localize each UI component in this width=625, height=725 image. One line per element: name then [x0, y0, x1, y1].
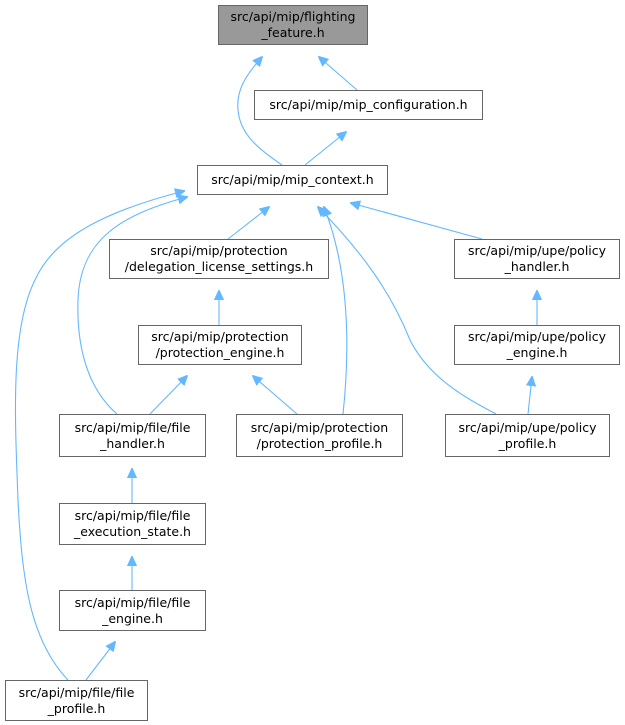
node-label-line-1: src/api/mip/file/file	[74, 419, 191, 435]
node-label-line-1: src/api/mip/mip_context.h	[211, 172, 374, 187]
node-flighting-feature[interactable]: src/api/mip/flighting _feature.h	[218, 5, 368, 45]
node-policy-handler[interactable]: src/api/mip/upe/policy _handler.h	[454, 239, 620, 279]
node-label-line-1: src/api/mip/upe/policy	[458, 419, 597, 435]
edge-protection-engine-to-file-handler	[149, 376, 187, 415]
node-mip-context[interactable]: src/api/mip/mip_context.h	[197, 165, 388, 195]
edge-flighting-feature-to-mip-context	[237, 57, 283, 166]
edge-policy-engine-to-policy-profile	[528, 377, 532, 415]
node-label-line-2: _engine.h	[102, 610, 163, 626]
edge-mip-configuration-to-mip-context	[304, 132, 346, 166]
node-label-line-1: src/api/mip/mip_configuration.h	[269, 97, 468, 112]
node-label-line-1: src/api/mip/protection	[150, 243, 288, 258]
node-label-line-2: _handler.h	[504, 259, 570, 274]
node-label-line-1: src/api/mip/flighting	[230, 9, 356, 24]
node-label-line-2: _engine.h	[506, 345, 568, 360]
node-file-engine[interactable]: src/api/mip/file/file _engine.h	[59, 590, 206, 631]
node-protection-engine[interactable]: src/api/mip/protection /protection_engin…	[138, 325, 302, 365]
edge-flighting-feature-to-mip-configuration	[319, 57, 358, 91]
node-label-line-1: src/api/mip/file/file	[74, 508, 191, 523]
node-policy-engine[interactable]: src/api/mip/upe/policy _engine.h	[454, 325, 620, 365]
node-label-line-1: src/api/mip/file/file	[74, 594, 191, 610]
edge-mip-context-to-protection-profile	[324, 207, 348, 415]
node-file-execution-state[interactable]: src/api/mip/file/file _execution_state.h	[59, 503, 206, 545]
node-label-line-2: _profile.h	[498, 435, 557, 451]
node-protection-profile[interactable]: src/api/mip/protection /protection_profi…	[236, 414, 403, 457]
node-label-line-2: /protection_engine.h	[155, 345, 285, 360]
node-label-line-1: src/api/mip/protection	[250, 419, 389, 435]
node-label-line-2: /protection_profile.h	[256, 435, 383, 451]
node-policy-profile[interactable]: src/api/mip/upe/policy _profile.h	[445, 414, 610, 457]
edge-mip-context-to-delegation-license-settings	[227, 207, 269, 240]
edge-file-engine-to-file-profile	[85, 642, 115, 681]
node-label-line-2: _handler.h	[100, 435, 165, 451]
node-label-line-1: src/api/mip/protection	[151, 329, 289, 344]
edge-protection-engine-to-protection-profile	[253, 376, 298, 415]
edge-mip-context-to-file-profile	[14, 191, 184, 681]
node-label-line-1: src/api/mip/upe/policy	[467, 329, 607, 344]
node-file-handler[interactable]: src/api/mip/file/file _handler.h	[59, 414, 206, 457]
node-label-line-1: src/api/mip/upe/policy	[467, 243, 607, 258]
edge-mip-context-to-file-handler	[77, 197, 187, 415]
node-label-line-1: src/api/mip/file/file	[18, 684, 135, 700]
edge-mip-context-to-policy-handler	[351, 203, 483, 240]
node-label-line-2: _execution_state.h	[74, 524, 191, 539]
node-label-line-2: _profile.h	[47, 700, 106, 716]
edge-mip-context-to-policy-profile	[318, 207, 497, 415]
node-label-line-2: _feature.h	[261, 25, 325, 40]
node-label-line-2: /delegation_license_settings.h	[124, 259, 314, 274]
node-file-profile[interactable]: src/api/mip/file/file _profile.h	[5, 680, 148, 721]
node-delegation-license-settings[interactable]: src/api/mip/protection /delegation_licen…	[109, 239, 329, 279]
node-mip-configuration[interactable]: src/api/mip/mip_configuration.h	[254, 90, 483, 120]
